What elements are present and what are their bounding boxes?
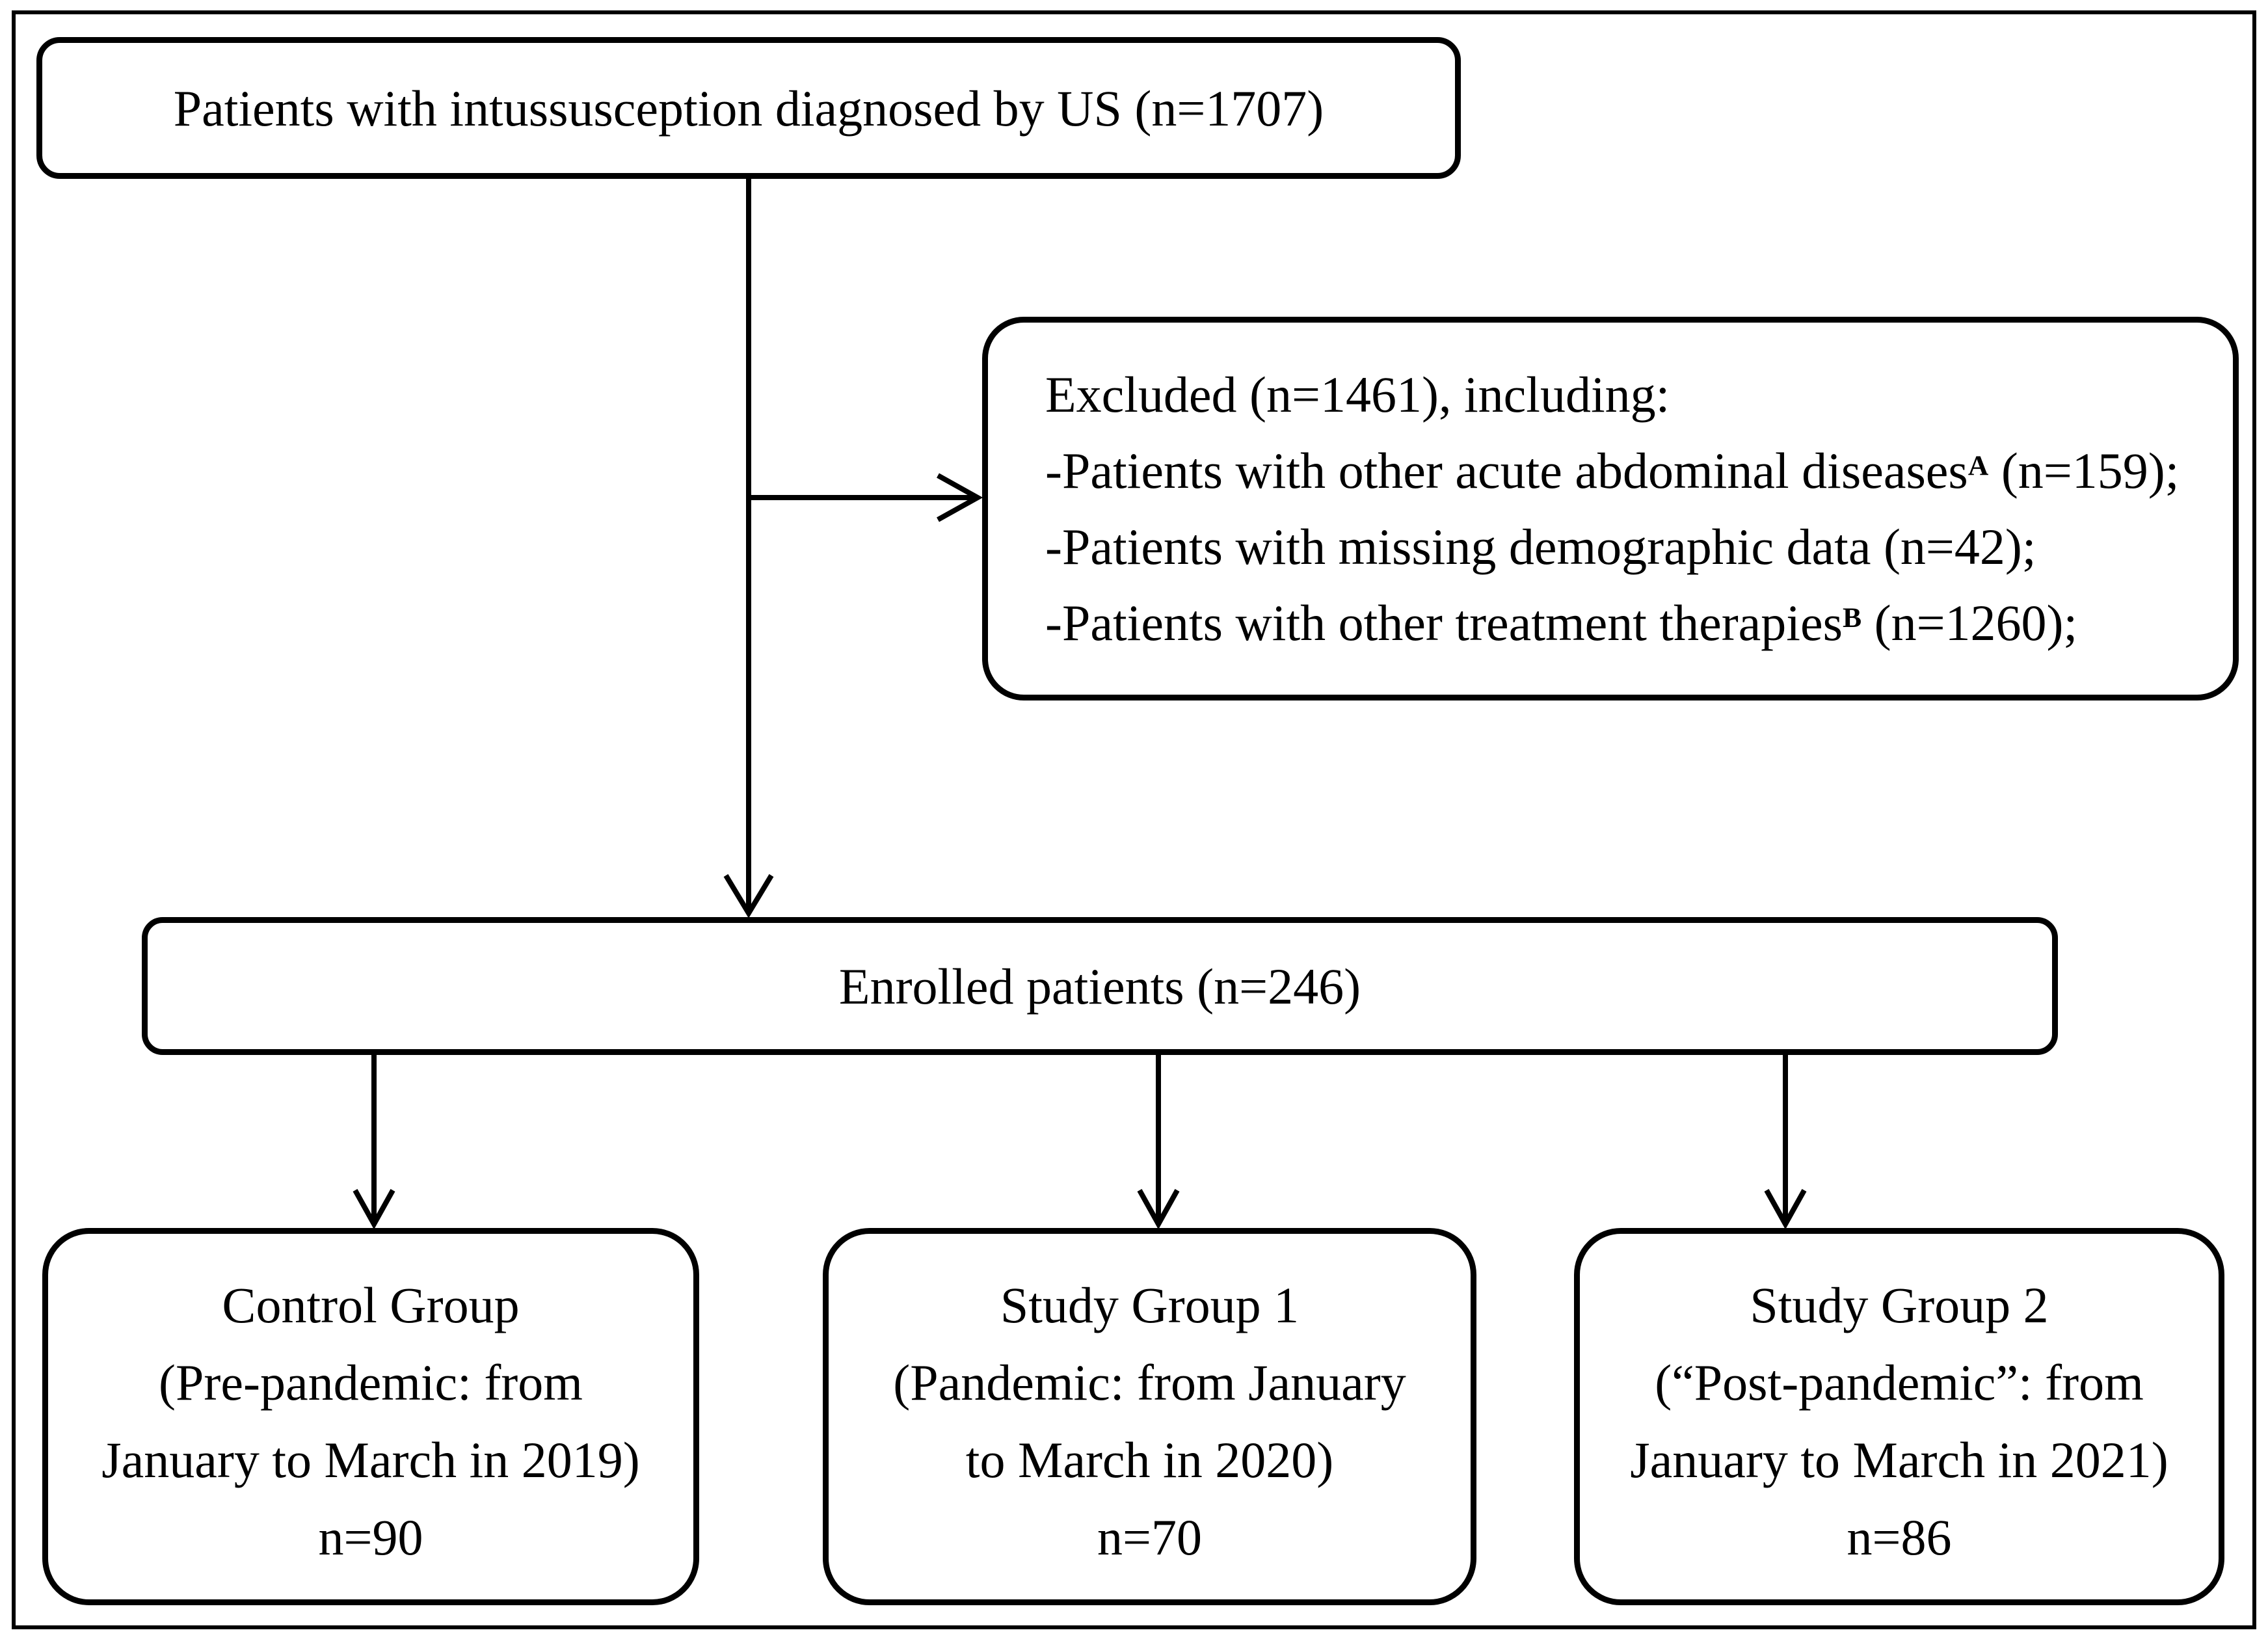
diagnosed-patients-box: Patients with intussusception diagnosed … — [36, 37, 1461, 179]
group-title: Study Group 2 — [1750, 1277, 2049, 1333]
excluded-title: Excluded (n=1461), including: — [1045, 366, 1670, 423]
group-period: (Pre-pandemic: from — [159, 1354, 583, 1411]
footnote-marker-a: A — [1968, 450, 1989, 482]
group-count: n=86 — [1847, 1509, 1952, 1566]
excluded-item: -Patients with other acute abdominal dis… — [1045, 442, 2180, 499]
group-count: n=70 — [1097, 1509, 1202, 1566]
figure-border — [12, 10, 2256, 1629]
excluded-item: -Patients with missing demographic data … — [1045, 518, 2036, 575]
diagnosed-patients-label: Patients with intussusception diagnosed … — [173, 79, 1324, 137]
group-period: January to March in 2021) — [1630, 1432, 2168, 1488]
control-group-box: Control Group (Pre-pandemic: from Januar… — [42, 1228, 699, 1605]
group-count: n=90 — [318, 1509, 423, 1566]
footnote-marker-b: B — [1842, 602, 1862, 634]
group-period: January to March in 2019) — [101, 1432, 640, 1488]
study-group-1-box: Study Group 1 (Pandemic: from January to… — [823, 1228, 1476, 1605]
enrolled-patients-label: Enrolled patients (n=246) — [838, 957, 1361, 1015]
group-title: Control Group — [222, 1277, 520, 1333]
excluded-item: -Patients with other treatment therapies… — [1045, 594, 2078, 651]
group-title: Study Group 1 — [1000, 1277, 1300, 1333]
group-period: to March in 2020) — [965, 1432, 1334, 1488]
study-group-2-box: Study Group 2 (“Post-pandemic”: from Jan… — [1574, 1228, 2224, 1605]
group-period: (“Post-pandemic”: from — [1655, 1354, 2144, 1411]
enrolled-patients-box: Enrolled patients (n=246) — [142, 917, 2058, 1055]
group-period: (Pandemic: from January — [893, 1354, 1406, 1411]
excluded-box: Excluded (n=1461), including: -Patients … — [982, 317, 2239, 700]
